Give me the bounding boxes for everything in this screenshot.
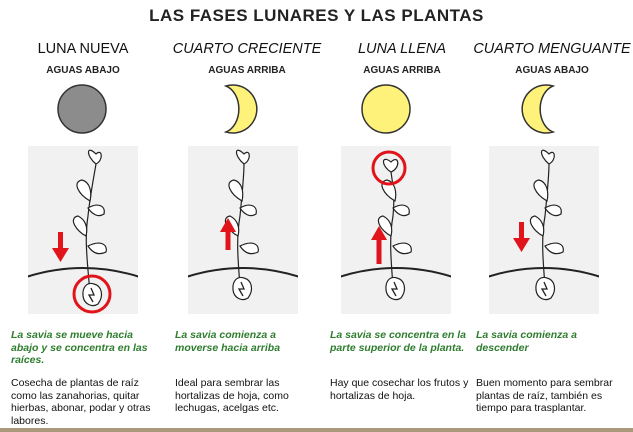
- phase-name: LUNA LLENA: [357, 41, 447, 57]
- bottom-image-edge: [0, 428, 633, 432]
- waters-label: AGUAS ABAJO: [515, 65, 589, 76]
- phase-name: CUARTO MENGUANTE: [473, 41, 631, 57]
- waters-label: AGUAS ABAJO: [46, 65, 120, 76]
- page-title: LAS FASES LUNARES Y LAS PLANTAS: [149, 6, 484, 25]
- sap-description: La savia se mueve hacia abajo y se conce…: [11, 329, 148, 366]
- phase-name: CUARTO CRECIENTE: [172, 41, 322, 57]
- plant-illustration: [489, 146, 599, 314]
- phase-recommendation: Cosecha de plantas de raíz como las zana…: [11, 377, 151, 427]
- waxing-crescent-moon-icon: [223, 84, 258, 134]
- sap-description: La savia comienza a moverse hacia arriba: [175, 329, 281, 354]
- waters-label: AGUAS ARRIBA: [363, 65, 441, 76]
- phase-column-waning: CUARTO MENGUANTE AGUAS ABAJO La savia co…: [473, 0, 630, 432]
- sap-description: La savia se concentra en la parte superi…: [330, 329, 466, 354]
- phase-recommendation: Hay que cosechar los frutos y hortalizas…: [330, 377, 469, 402]
- phase-recommendation: Ideal para sembrar las hortalizas de hoj…: [175, 377, 289, 414]
- waning-crescent-moon-icon: [521, 84, 556, 134]
- waters-label: AGUAS ARRIBA: [208, 65, 286, 76]
- new-moon-icon: [57, 84, 107, 134]
- phase-name: LUNA NUEVA: [37, 41, 129, 57]
- plant-illustration: [28, 146, 138, 314]
- phase-recommendation: Buen momento para sembrar plantas de raí…: [476, 377, 613, 414]
- plant-illustration: [341, 146, 451, 314]
- full-moon-icon: [361, 84, 411, 134]
- phase-column-waxing: CUARTO CRECIENTE AGUAS ARRIBA La savia c…: [172, 0, 322, 432]
- plant-illustration: [188, 146, 298, 314]
- phase-column-new-moon: LUNA NUEVA AGUAS ABAJO La savia se mueve…: [8, 0, 158, 432]
- sap-description: La savia comienza a descender: [476, 329, 577, 354]
- phase-column-full-moon: LUNA LLENA AGUAS ARRIBA La savia se conc…: [327, 0, 477, 432]
